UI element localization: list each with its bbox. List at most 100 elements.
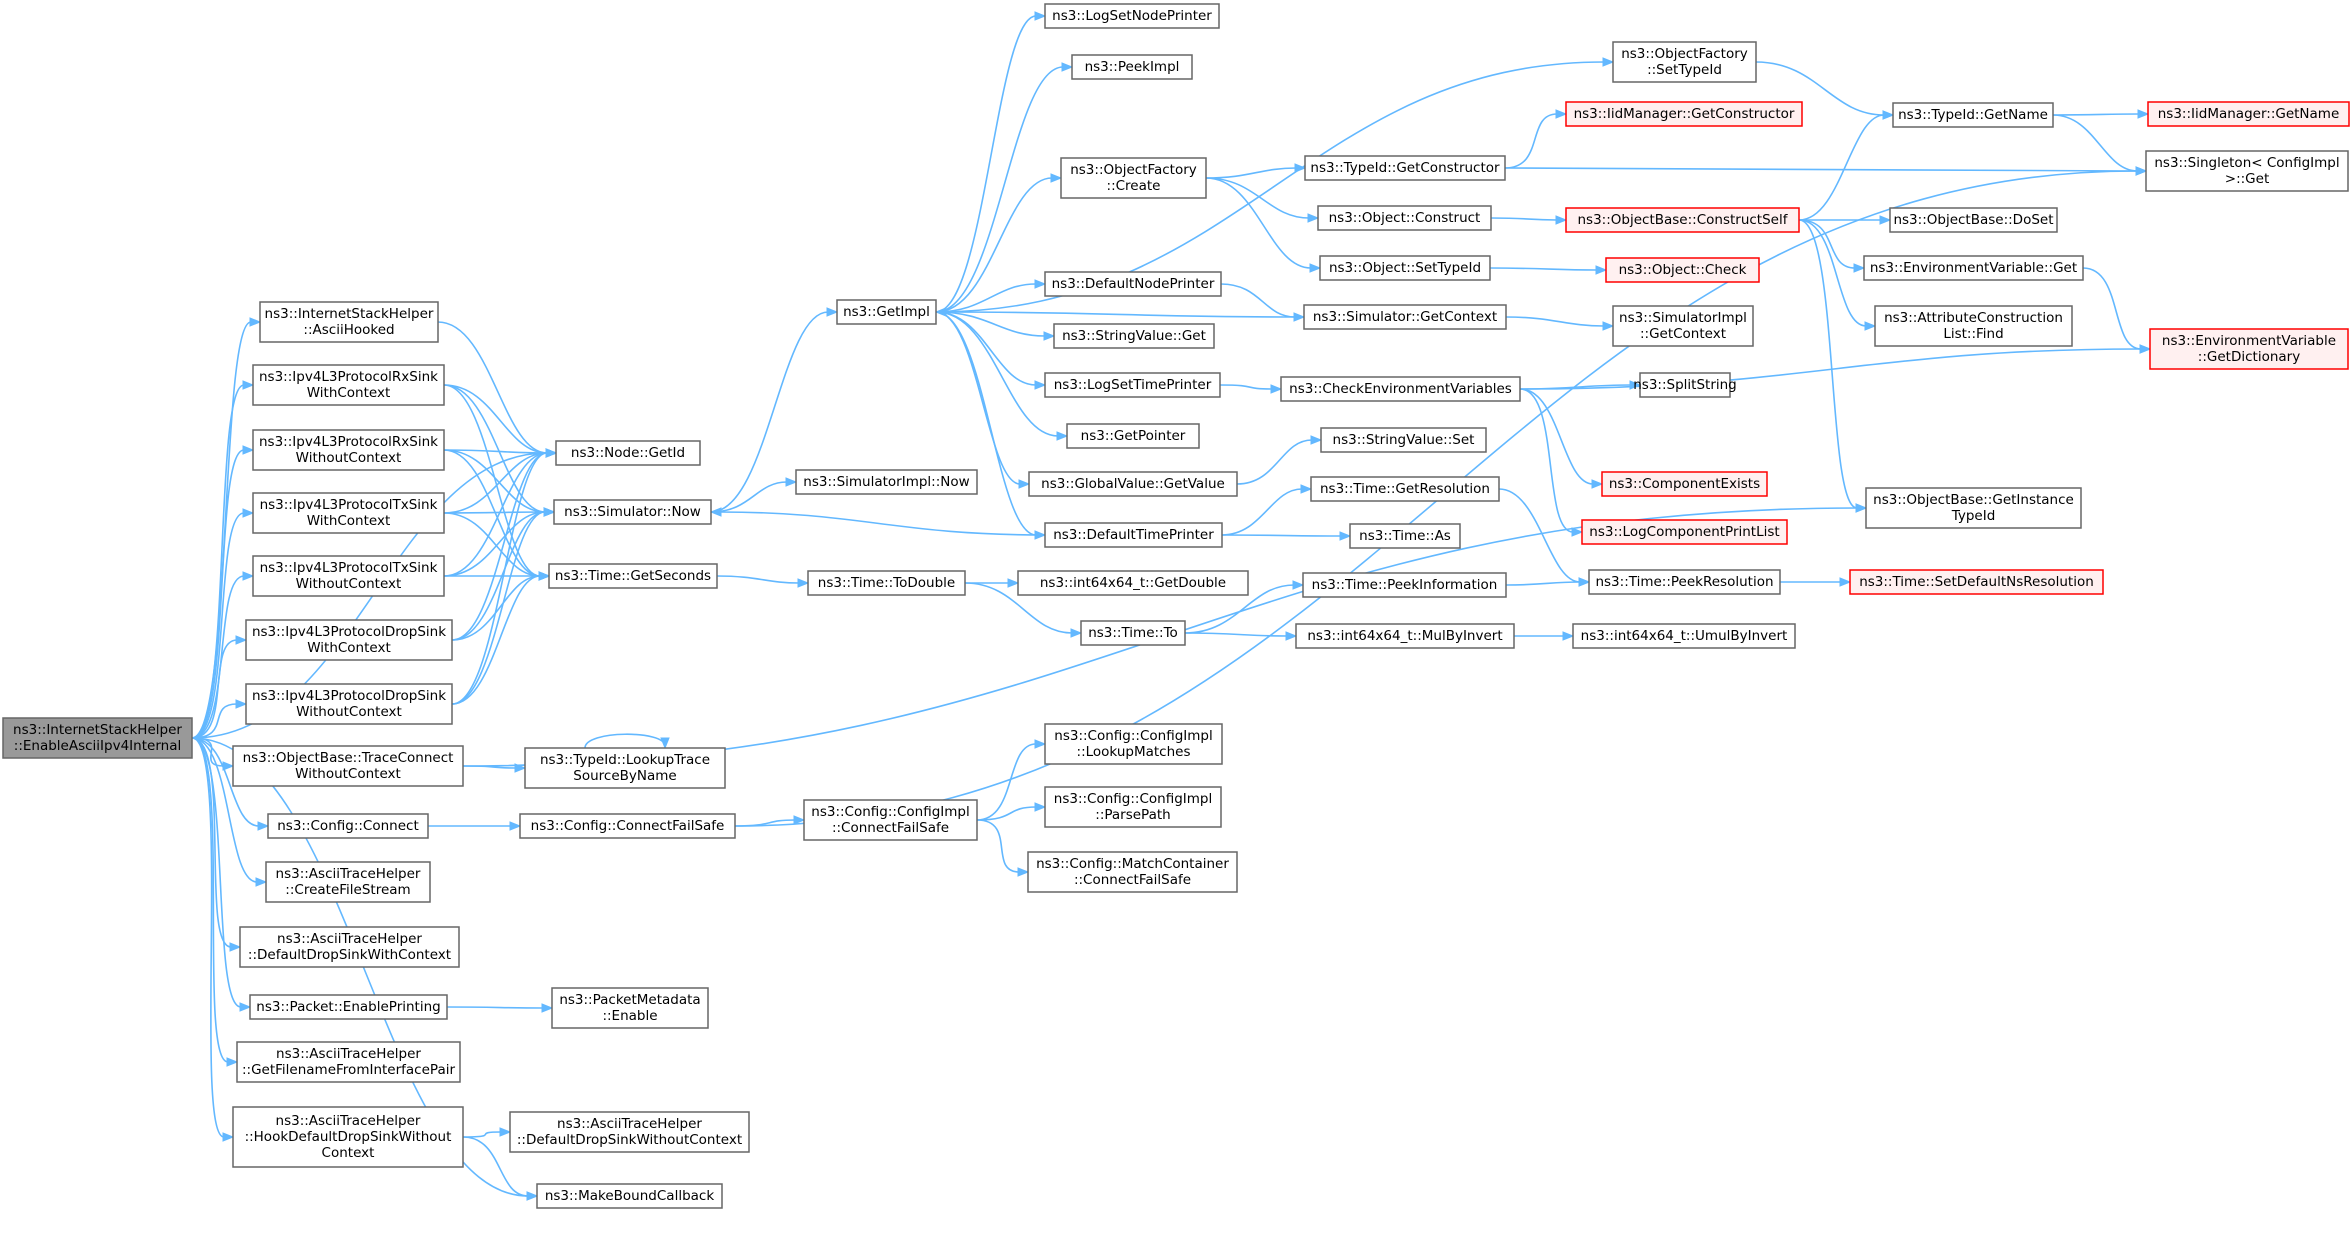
node-box [1280, 376, 1521, 402]
node-split-string[interactable]: ns3::SplitString [1633, 372, 1737, 398]
node-time-get-resolution[interactable]: ns3::Time::GetResolution [1310, 476, 1500, 502]
node-label: ns3::Time::ToDouble [818, 575, 955, 591]
node-trace-connect[interactable]: ns3::ObjectBase::TraceConnectWithoutCont… [232, 745, 464, 787]
node-default-time-printer[interactable]: ns3::DefaultTimePrinter [1044, 522, 1223, 548]
node-sim-impl-now[interactable]: ns3::SimulatorImpl::Now [795, 469, 978, 495]
node-default-drop-without[interactable]: ns3::AsciiTraceHelper::DefaultDropSinkWi… [509, 1111, 750, 1153]
node-box [555, 440, 701, 466]
node-parse-path[interactable]: ns3::Config::ConfigImpl::ParsePath [1044, 786, 1222, 828]
edge-obj-base-construct-self-to-attr-construction-find [1798, 219, 1877, 331]
node-label: ns3::EnvironmentVariable [2162, 333, 2336, 349]
node-peek-impl[interactable]: ns3::PeekImpl [1071, 54, 1193, 80]
node-type-id-get-name[interactable]: ns3::TypeId::GetName [1892, 102, 2054, 128]
edge-time-peek-resolution-to-set-default-ns-res [1779, 577, 1852, 587]
node-cfg-impl-connect-fs[interactable]: ns3::Config::ConfigImpl::ConnectFailSafe [803, 799, 978, 841]
node-sim-impl-get-context[interactable]: ns3::SimulatorImpl::GetContext [1612, 305, 1754, 347]
node-make-bound[interactable]: ns3::MakeBoundCallback [536, 1183, 723, 1209]
node-type-id-get-constructor[interactable]: ns3::TypeId::GetConstructor [1304, 155, 1506, 181]
node-label: ns3::ComponentExists [1609, 476, 1760, 492]
node-label: WithContext [307, 640, 391, 656]
node-time-as[interactable]: ns3::Time::As [1349, 523, 1461, 549]
edge-sim-now-to-sim-impl-now [710, 477, 798, 513]
node-box [2145, 150, 2349, 192]
node-time-to[interactable]: ns3::Time::To [1080, 620, 1186, 646]
node-of-create[interactable]: ns3::ObjectFactory::Create [1060, 157, 1207, 199]
node-create-file-stream[interactable]: ns3::AsciiTraceHelper::CreateFileStream [265, 861, 431, 903]
node-obj-base-construct-self[interactable]: ns3::ObjectBase::ConstructSelf [1565, 207, 1800, 233]
node-get-pointer[interactable]: ns3::GetPointer [1066, 423, 1200, 449]
node-label: ns3::Config::ConfigImpl [1054, 728, 1212, 744]
node-log-set-time-printer[interactable]: ns3::LogSetTimePrinter [1044, 372, 1221, 398]
node-label: TypeId [1951, 508, 1996, 524]
node-time-peek-resolution[interactable]: ns3::Time::PeekResolution [1588, 569, 1781, 595]
node-object-set-type-id[interactable]: ns3::Object::SetTypeId [1319, 255, 1491, 281]
node-time-get-seconds[interactable]: ns3::Time::GetSeconds [548, 563, 718, 589]
node-check-env-vars[interactable]: ns3::CheckEnvironmentVariables [1280, 376, 1521, 402]
node-lookup-matches[interactable]: ns3::Config::ConfigImpl::LookupMatches [1044, 723, 1223, 765]
node-env-var-get[interactable]: ns3::EnvironmentVariable::Get [1863, 255, 2084, 281]
node-log-set-node-printer[interactable]: ns3::LogSetNodePrinter [1044, 3, 1220, 29]
node-label: ns3::AsciiTraceHelper [276, 1046, 421, 1062]
node-get-filename[interactable]: ns3::AsciiTraceHelper::GetFilenameFromIn… [236, 1041, 461, 1083]
node-match-container[interactable]: ns3::Config::MatchContainer::ConnectFail… [1027, 851, 1238, 893]
node-label: ns3::Time::To [1088, 625, 1178, 641]
node-label: ::DefaultDropSinkWithoutContext [517, 1132, 742, 1148]
node-label: ns3::Ipv4L3ProtocolRxSink [259, 434, 438, 450]
node-box [1639, 372, 1731, 398]
node-label: ns3::SimulatorImpl [1619, 310, 1747, 326]
node-ascii-hooked[interactable]: ns3::InternetStackHelper::AsciiHooked [259, 301, 439, 343]
node-box [1605, 257, 1760, 283]
node-node-get-id[interactable]: ns3::Node::GetId [555, 440, 701, 466]
node-component-exists[interactable]: ns3::ComponentExists [1601, 471, 1768, 497]
node-drop-sink-without[interactable]: ns3::Ipv4L3ProtocolDropSinkWithoutContex… [245, 683, 453, 725]
node-object-check[interactable]: ns3::Object::Check [1605, 257, 1760, 283]
node-label: ns3::Ipv4L3ProtocolTxSink [260, 560, 438, 576]
edges-layer [191, 11, 2152, 1201]
node-string-value-get[interactable]: ns3::StringValue::Get [1053, 323, 1215, 349]
node-sim-now[interactable]: ns3::Simulator::Now [553, 499, 712, 525]
node-iid-get-constructor[interactable]: ns3::IidManager::GetConstructor [1565, 101, 1803, 127]
edge-drop-sink-without-to-time-get-seconds [451, 571, 551, 705]
node-set-default-ns-res[interactable]: ns3::Time::SetDefaultNsResolution [1849, 569, 2104, 595]
node-global-value-get[interactable]: ns3::GlobalValue::GetValue [1028, 471, 1238, 497]
node-default-drop-with[interactable]: ns3::AsciiTraceHelper::DefaultDropSinkWi… [239, 926, 460, 968]
node-config-connect[interactable]: ns3::Config::Connect [267, 813, 429, 839]
node-packet-meta-enable[interactable]: ns3::PacketMetadata::Enable [551, 987, 709, 1029]
node-log-component-print-list[interactable]: ns3::LogComponentPrintList [1581, 519, 1788, 545]
node-mul-by-invert[interactable]: ns3::int64x64_t::MulByInvert [1295, 623, 1515, 649]
node-hook-default-drop[interactable]: ns3::AsciiTraceHelper::HookDefaultDropSi… [232, 1106, 464, 1168]
node-obj-base-do-set[interactable]: ns3::ObjectBase::DoSet [1889, 207, 2058, 233]
node-root[interactable]: ns3::InternetStackHelper::EnableAsciiIpv… [2, 717, 193, 759]
node-get-impl[interactable]: ns3::GetImpl [836, 299, 937, 325]
node-label: ns3::ObjectBase::TraceConnect [243, 750, 454, 766]
node-connect-fail-safe[interactable]: ns3::Config::ConnectFailSafe [519, 813, 736, 839]
node-box [267, 813, 429, 839]
node-label: ns3::int64x64_t::UmulByInvert [1581, 628, 1788, 644]
node-label: ::EnableAsciiIpv4Internal [14, 738, 181, 754]
node-time-peek-info[interactable]: ns3::Time::PeekInformation [1302, 572, 1507, 598]
node-object-construct[interactable]: ns3::Object::Construct [1317, 205, 1492, 231]
node-label: ns3::Packet::EnablePrinting [256, 999, 440, 1015]
node-default-node-printer[interactable]: ns3::DefaultNodePrinter [1044, 271, 1222, 297]
node-env-var-get-dictionary[interactable]: ns3::EnvironmentVariable::GetDictionary [2149, 328, 2349, 370]
node-box [803, 799, 978, 841]
node-singleton-get[interactable]: ns3::Singleton< ConfigImpl>::Get [2145, 150, 2349, 192]
node-box [1612, 41, 1757, 83]
node-sim-get-context[interactable]: ns3::Simulator::GetContext [1303, 304, 1507, 330]
node-of-set-type-id[interactable]: ns3::ObjectFactory::SetTypeId [1612, 41, 1757, 83]
node-int64-get-double[interactable]: ns3::int64x64_t::GetDouble [1017, 570, 1249, 596]
node-umul-by-invert[interactable]: ns3::int64x64_t::UmulByInvert [1572, 623, 1796, 649]
node-enable-printing[interactable]: ns3::Packet::EnablePrinting [249, 994, 448, 1020]
node-time-to-double[interactable]: ns3::Time::ToDouble [807, 570, 966, 596]
node-iid-get-name[interactable]: ns3::IidManager::GetName [2147, 101, 2350, 127]
node-label: ns3::PacketMetadata [559, 992, 700, 1008]
node-string-value-set[interactable]: ns3::StringValue::Set [1320, 427, 1487, 453]
